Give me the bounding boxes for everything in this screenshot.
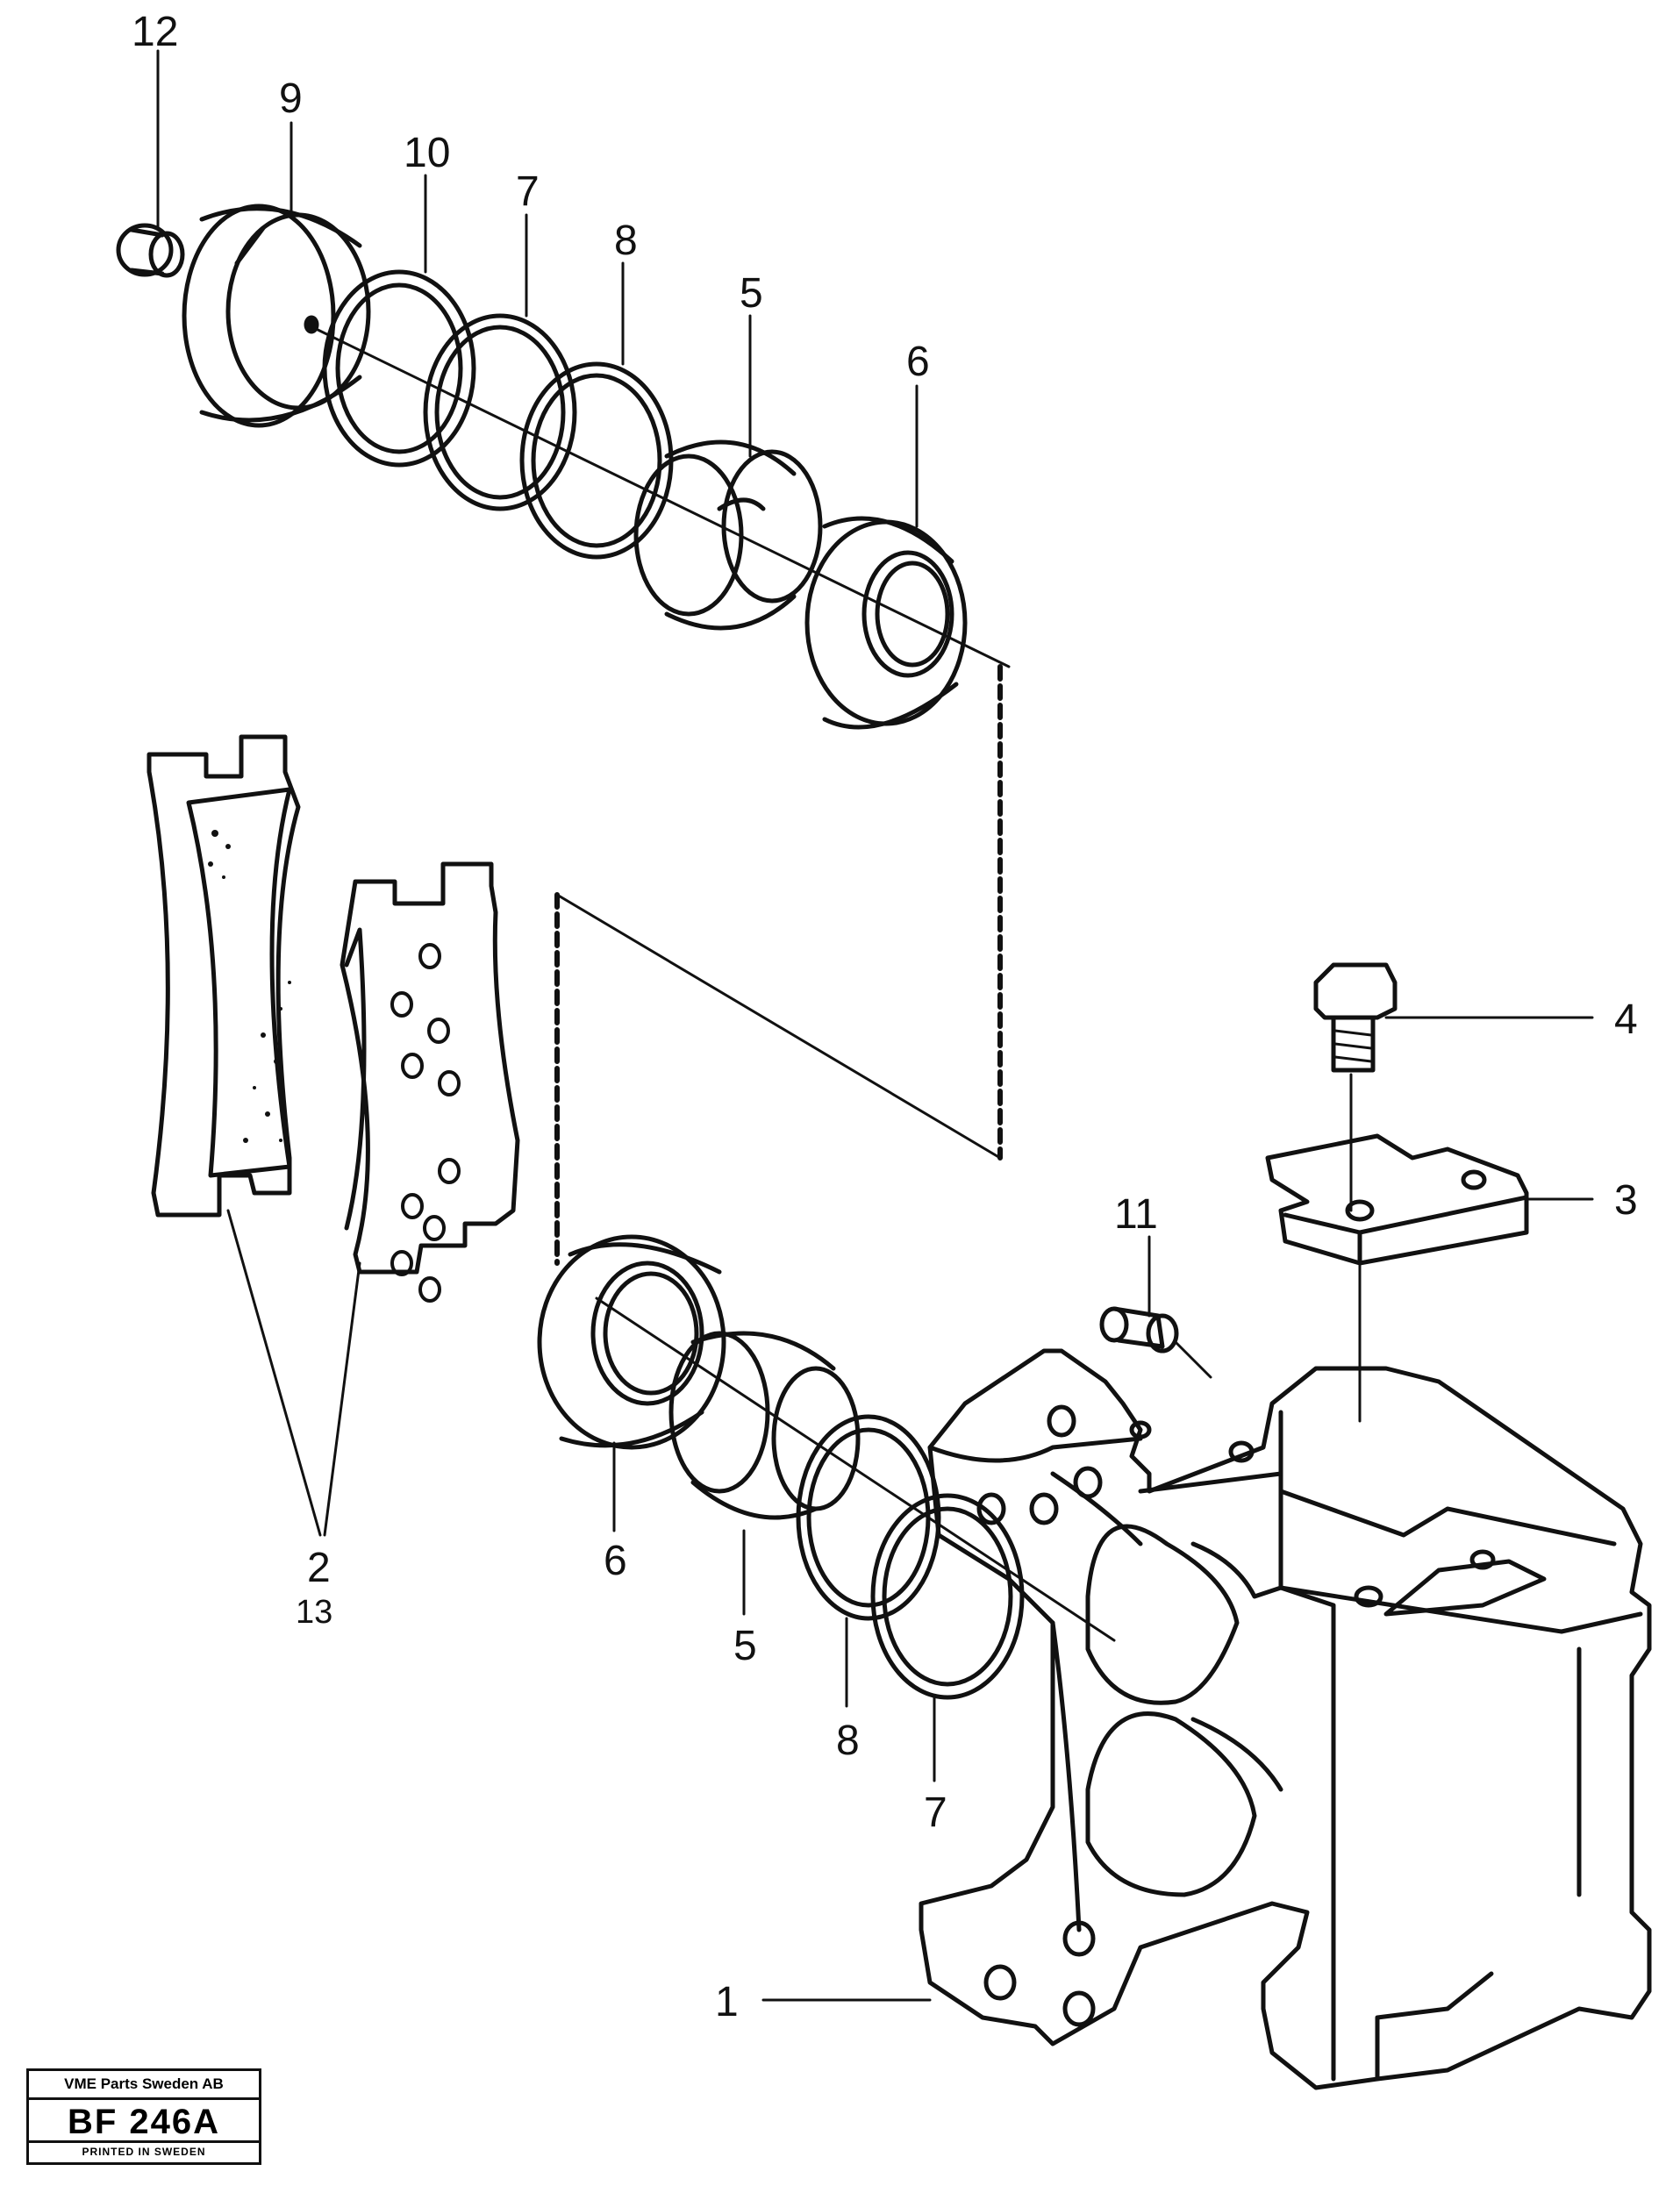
callout-7-bottom: 7 [924,1789,947,1836]
upper-assembly-axis [305,323,1011,668]
callout-12: 12 [132,9,178,55]
part-8-upper-ring [519,361,674,560]
callout-5-bottom: 5 [733,1623,757,1669]
part-5-upper-piston [633,439,823,631]
callout-4: 4 [1614,996,1638,1043]
part-6-lower-seal [537,1234,726,1450]
callout-11: 11 [1114,1191,1158,1238]
part-2-brake-pad-rear [340,861,520,1303]
callout-5-top: 5 [740,270,763,317]
callout-1: 1 [715,1979,739,2025]
callout-9: 9 [279,75,303,122]
part-4-bolt [1313,962,1398,1212]
part-6-upper-seal [804,516,968,730]
part-11-grease-nipple [1099,1306,1212,1379]
callout-8-bottom: 8 [836,1718,860,1764]
part-2-brake-pad-front [147,734,301,1218]
title-block-printed: PRINTED IN SWEDEN [29,2140,259,2162]
title-block-code: BF 246A [67,2103,221,2141]
leader-2b [323,1261,361,1537]
callout-8-top: 8 [614,218,638,264]
callout-10: 10 [404,130,450,176]
part-1-caliper-housing [919,1348,1652,2090]
part-7-lower-seal-ring [870,1493,1025,1700]
part-10-ring [322,269,476,468]
leader-2a [226,1209,322,1537]
lower-assembly-axis [595,1296,1116,1642]
callout-7-top: 7 [516,168,540,215]
part-3-plate [1265,1133,1529,1423]
callout-13: 13 [296,1594,332,1631]
callout-6-bottom: 6 [604,1538,627,1584]
callout-2: 2 [307,1545,331,1591]
part-12-bleed-screw [116,223,185,278]
part-7-upper-seal-ring [423,313,577,511]
assembly-diag [555,893,1002,1160]
title-block: VME Parts Sweden AB BF 246A PRINTED IN S… [26,2068,261,2165]
title-block-company: VME Parts Sweden AB [29,2071,259,2100]
part-9-cover [182,204,371,428]
callout-6-top: 6 [906,339,930,385]
callout-3: 3 [1614,1177,1638,1224]
